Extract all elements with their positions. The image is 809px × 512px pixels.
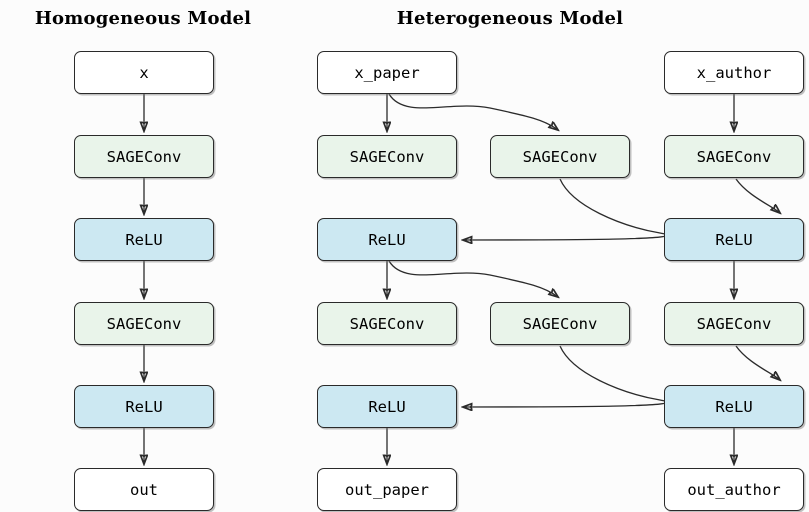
node-homogeneous-sageconv-2: SAGEConv <box>74 302 214 345</box>
node-homogeneous-relu-1: ReLU <box>74 218 214 261</box>
edge-paper-relu1-to-middle-conv2 <box>388 260 558 297</box>
node-paper-sageconv-2: SAGEConv <box>317 302 457 345</box>
node-middle-sageconv-2: SAGEConv <box>490 302 630 345</box>
homogeneous-model-title: Homogeneous Model <box>34 8 252 29</box>
edge-middle-conv2-to-paper-relu2 <box>463 345 668 407</box>
node-x-author: x_author <box>664 51 804 94</box>
node-author-sageconv-2: SAGEConv <box>664 302 804 345</box>
edge-author-conv2-to-author-relu2 <box>735 345 780 380</box>
node-homogeneous-relu-2: ReLU <box>74 385 214 428</box>
node-out-author: out_author <box>664 468 804 511</box>
heterogeneous-model-title: Heterogeneous Model <box>396 8 624 29</box>
edge-middle-conv1-to-paper-relu1 <box>463 178 668 240</box>
node-homogeneous-sageconv-1: SAGEConv <box>74 135 214 178</box>
node-author-sageconv-1: SAGEConv <box>664 135 804 178</box>
node-author-relu-2: ReLU <box>664 385 804 428</box>
node-x-paper: x_paper <box>317 51 457 94</box>
node-paper-relu-1: ReLU <box>317 218 457 261</box>
node-homogeneous-out: out <box>74 468 214 511</box>
node-author-relu-1: ReLU <box>664 218 804 261</box>
node-paper-relu-2: ReLU <box>317 385 457 428</box>
node-paper-sageconv-1: SAGEConv <box>317 135 457 178</box>
node-middle-sageconv-1: SAGEConv <box>490 135 630 178</box>
node-homogeneous-x: x <box>74 51 214 94</box>
edge-xpaper-to-middle-conv1 <box>388 93 558 130</box>
node-out-paper: out_paper <box>317 468 457 511</box>
edge-author-conv1-to-author-relu1 <box>735 178 780 213</box>
